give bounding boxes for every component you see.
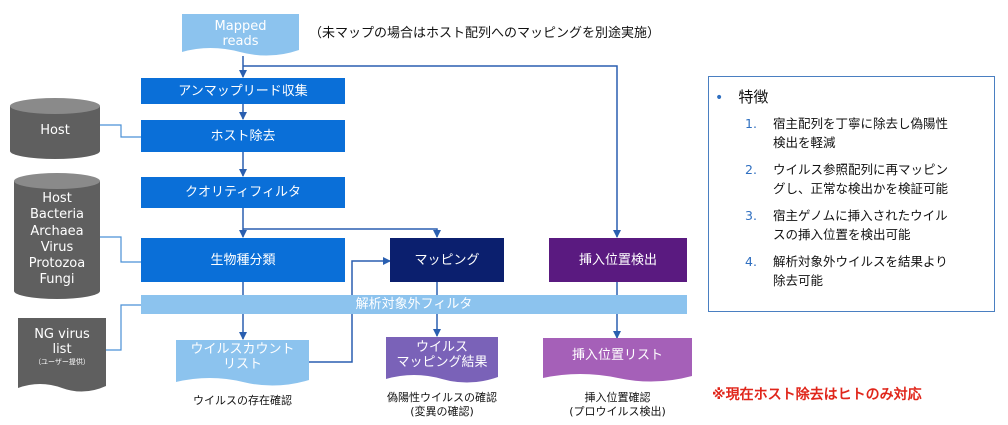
feature-item: 2. ウイルス参照配列に再マッピン グし、正常な検出かを検証可能: [745, 160, 991, 198]
insertion-list-document: [543, 338, 692, 382]
db-label-protozoa: Protozoa: [28, 256, 86, 272]
virus-count-list-document: [176, 340, 309, 386]
ng-list-provider: （ユーザー提供）: [34, 358, 90, 366]
virus-mapping-result-document: [386, 337, 498, 383]
insertion-list-label: 挿入位置リスト: [571, 348, 663, 363]
feature-number: 1.: [745, 116, 757, 131]
feature-number: 3.: [745, 208, 757, 223]
feature-text-line2: 検出を軽減: [773, 135, 836, 150]
feature-item: 3. 宿主ゲノムに挿入されたウイル スの挿入位置を検出可能: [745, 206, 991, 244]
feature-text-line1: 宿主ゲノムに挿入されたウイル: [773, 208, 948, 223]
db-label-host: Host: [42, 191, 72, 206]
db-label-bacteria: Bacteria: [29, 207, 85, 223]
step-insertion-detection: 挿入位置検出: [549, 238, 687, 282]
reference-db-cylinder: [14, 173, 100, 299]
caption-mapping-line1: 偽陽性ウイルスの確認: [387, 391, 497, 404]
mapping-result-line2: マッピング結果: [396, 355, 488, 370]
feature-text-line1: ウイルス参照配列に再マッピン: [773, 162, 949, 177]
caption-insertion: 挿入位置確認 (プロウイルス検出): [543, 391, 692, 419]
step-collect-unmapped: アンマップリード収集: [141, 78, 345, 104]
mapping-result-line1: ウイルス: [415, 340, 468, 355]
step-host-removal: ホスト除去: [141, 120, 345, 152]
ng-list-line2: list: [52, 342, 72, 357]
features-header: • 特徴: [715, 86, 768, 107]
ng-virus-list-document: [18, 318, 106, 392]
mapped-reads-document: [182, 14, 299, 56]
out-of-scope-filter-bar: 解析対象外フィルタ: [141, 295, 687, 314]
reference-db-labels: Host Bacteria Archaea Virus Protozoa Fun…: [14, 191, 100, 289]
ng-virus-list-labels: NG virus list （ユーザー提供）: [18, 327, 106, 367]
features-panel: • 特徴 1. 宿主配列を丁寧に除去し偽陽性 検出を軽減 2. ウイルス参照配列…: [708, 76, 995, 312]
feature-number: 2.: [745, 162, 757, 177]
feature-text-line2: 除去可能: [773, 273, 824, 288]
virus-mapping-result-label: ウイルス マッピング結果: [386, 340, 498, 370]
feature-text-line1: 宿主配列を丁寧に除去し偽陽性: [773, 116, 949, 131]
features-title: 特徴: [738, 88, 769, 106]
features-list: 1. 宿主配列を丁寧に除去し偽陽性 検出を軽減 2. ウイルス参照配列に再マッピ…: [745, 114, 991, 298]
caption-count: ウイルスの存在確認: [193, 394, 292, 407]
warning-note: ※現在ホスト除去はヒトのみ対応: [712, 387, 922, 403]
feature-text-line2: スの挿入位置を検出可能: [773, 227, 911, 242]
step-mapping: マッピング: [390, 238, 504, 282]
mapped-reads-line1: Mapped: [214, 19, 267, 34]
db-label-fungi: Fungi: [39, 272, 75, 288]
db-label-virus: Virus: [40, 239, 74, 255]
feature-item: 1. 宿主配列を丁寧に除去し偽陽性 検出を軽減: [745, 114, 991, 152]
feature-item: 4. 解析対象外ウイルスを結果より 除去可能: [745, 252, 991, 290]
count-list-line1: ウイルスカウント: [190, 342, 295, 357]
caption-mapping-line2: (変異の確認): [410, 405, 474, 418]
caption-insertion-line2: (プロウイルス検出): [569, 405, 666, 418]
db-label-archaea: Archaea: [30, 223, 84, 239]
input-note: （未マップの場合はホスト配列へのマッピングを別途実施）: [309, 26, 661, 41]
feature-text-line2: グし、正常な検出かを検証可能: [773, 181, 949, 196]
caption-insertion-line1: 挿入位置確認: [584, 391, 651, 404]
feature-number: 4.: [745, 254, 757, 269]
count-list-line2: リスト: [222, 357, 262, 372]
mapped-reads-line2: reads: [222, 34, 259, 49]
mapped-reads-label: Mapped reads: [182, 14, 299, 54]
ng-list-line1: NG virus: [34, 327, 90, 342]
host-db-label: Host: [40, 122, 70, 138]
host-db-cylinder: [10, 98, 100, 159]
step-quality-filter: クオリティフィルタ: [141, 177, 345, 208]
features-bullet: •: [715, 90, 724, 106]
feature-text-line1: 解析対象外ウイルスを結果より: [773, 254, 948, 269]
virus-count-list-label: ウイルスカウント リスト: [176, 342, 309, 372]
step-species-classification: 生物種分類: [141, 238, 345, 282]
caption-mapping: 偽陽性ウイルスの確認 (変異の確認): [370, 391, 514, 419]
